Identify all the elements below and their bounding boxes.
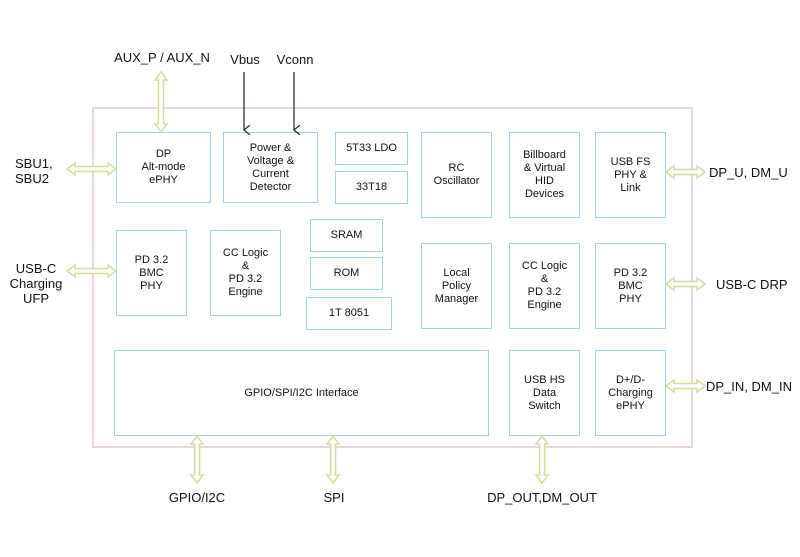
block-usb-fs-phy: USB FS PHY & Link [595, 132, 666, 218]
block-5t33-ldo: 5T33 LDO [335, 132, 408, 165]
label-spi: SPI [323, 490, 345, 505]
block-billboard-hid: Billboard & Virtual HID Devices [509, 132, 580, 218]
block-rc-oscillator: RC Oscillator [421, 132, 492, 218]
label-dpout: DP_OUT,DM_OUT [487, 490, 597, 505]
block-policy-manager: Local Policy Manager [421, 243, 492, 329]
block-8051: 1T 8051 [306, 297, 392, 330]
block-cc-logic-left: CC Logic & PD 3.2 Engine [210, 230, 281, 316]
block-charging-ephy: D+/D- Charging ePHY [595, 350, 666, 436]
block-power-detector: Power & Voltage & Current Detector [223, 132, 318, 203]
dpu-bus-arrow [664, 164, 707, 180]
chip-boundary [92, 107, 693, 448]
block-dp-alt-mode-ephy: DP Alt-mode ePHY [116, 132, 211, 203]
label-drp: USB-C DRP [716, 277, 788, 292]
block-33t18: 33T18 [335, 171, 408, 204]
label-vbus: Vbus [230, 52, 260, 67]
block-sram: SRAM [310, 219, 383, 252]
drp-bus-arrow [664, 276, 707, 292]
label-gpio-i2c: GPIO/I2C [168, 490, 226, 505]
label-dpu: DP_U, DM_U [709, 165, 788, 180]
spi-bus-arrow [325, 434, 341, 485]
sbu-bus-arrow [65, 161, 118, 177]
label-dpin: DP_IN, DM_IN [706, 379, 792, 394]
ufp-bus-arrow [65, 263, 118, 279]
dpout-bus-arrow [534, 434, 550, 485]
label-sbu: SBU1, SBU2 [15, 156, 53, 186]
dpin-bus-arrow [664, 378, 707, 394]
block-pd-bmc-phy-right: PD 3.2 BMC PHY [595, 243, 666, 329]
block-gpio-interface: GPIO/SPI/I2C Interface [114, 350, 489, 436]
label-vconn: Vconn [276, 52, 314, 67]
block-usb-hs-switch: USB HS Data Switch [509, 350, 580, 436]
block-pd-bmc-phy-left: PD 3.2 BMC PHY [116, 230, 187, 316]
label-ufp: USB-C Charging UFP [9, 261, 63, 306]
aux-bus-arrow [153, 70, 169, 134]
gpio-bus-arrow [189, 434, 205, 485]
block-rom: ROM [310, 257, 383, 290]
block-cc-logic-right: CC Logic & PD 3.2 Engine [509, 243, 580, 329]
label-aux: AUX_P / AUX_N [114, 50, 210, 65]
